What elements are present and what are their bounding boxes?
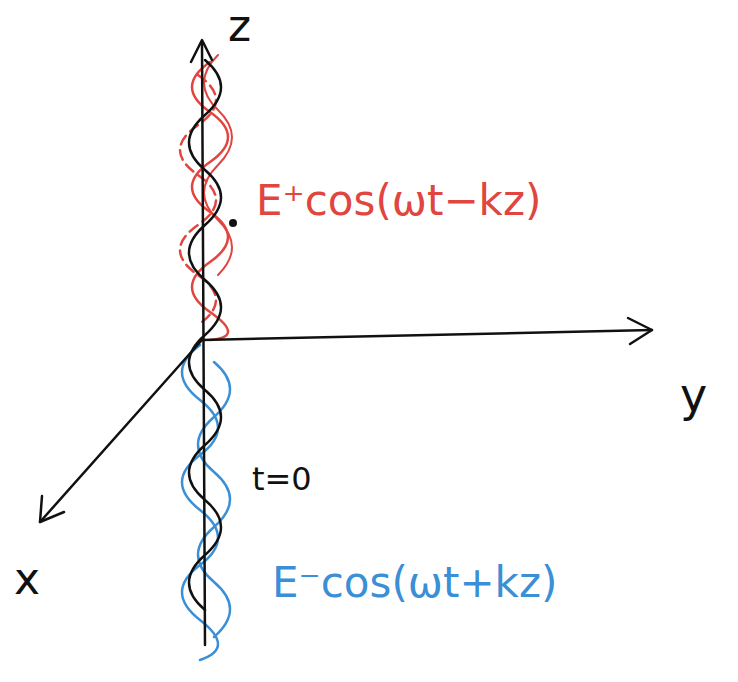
axis-label: x xyxy=(14,555,40,603)
red-wave xyxy=(204,55,232,275)
axis-label: z xyxy=(228,2,251,50)
red-wave xyxy=(192,62,228,340)
x-arrowhead xyxy=(40,496,64,522)
red-wave-dashed xyxy=(180,75,216,325)
axis-label: y xyxy=(680,370,707,421)
z-axis xyxy=(202,42,205,645)
y-arrowhead xyxy=(628,318,652,344)
x-axis xyxy=(40,340,202,522)
time-label: t=0 xyxy=(252,462,312,497)
blue-wave xyxy=(182,345,218,660)
wave-equation: E⁻cos(ωt+kz) xyxy=(272,560,557,606)
wave-equation: E⁺cos(ωt−kz) xyxy=(256,178,541,224)
z-arrowhead xyxy=(191,40,212,62)
point-dot xyxy=(229,219,237,227)
y-axis xyxy=(202,330,652,340)
